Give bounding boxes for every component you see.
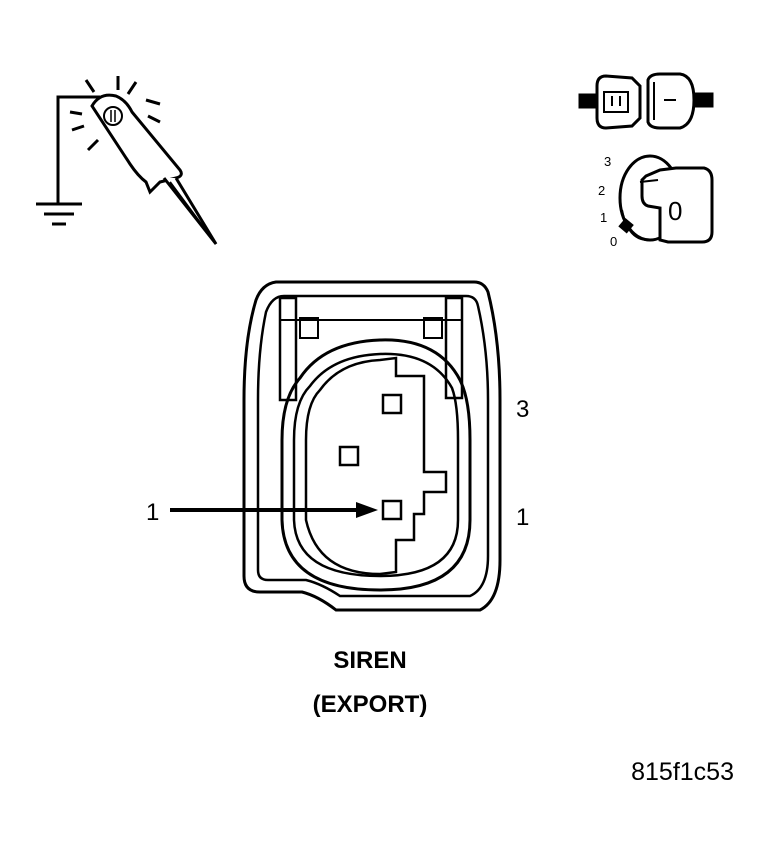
cavity-1 [381,499,403,521]
cavity-number-1: 1 [516,504,529,531]
callout-label: 1 [146,499,159,526]
figure-id: 815f1c53 [631,758,734,786]
ignition-key-position-label: 0 [668,196,682,226]
cavity-number-3: 3 [516,396,529,423]
ignition-position-2: 2 [598,183,605,198]
cavity-3 [381,393,403,415]
ignition-position-3: 3 [604,154,611,169]
connector-disconnected-icon [578,72,714,130]
cavity-2 [338,445,360,467]
ignition-position-0: 0 [610,234,617,249]
test-light-probe-to-ground-icon [36,76,218,245]
siren-connector-face [242,280,502,612]
ignition-position-1: 1 [600,210,607,225]
cavity-1-callout-arrow [170,502,378,518]
connector-subtitle: (EXPORT) [313,691,428,718]
ignition-key-off-icon: 0 3 2 1 0 [598,154,714,249]
connector-title: SIREN [333,647,406,674]
